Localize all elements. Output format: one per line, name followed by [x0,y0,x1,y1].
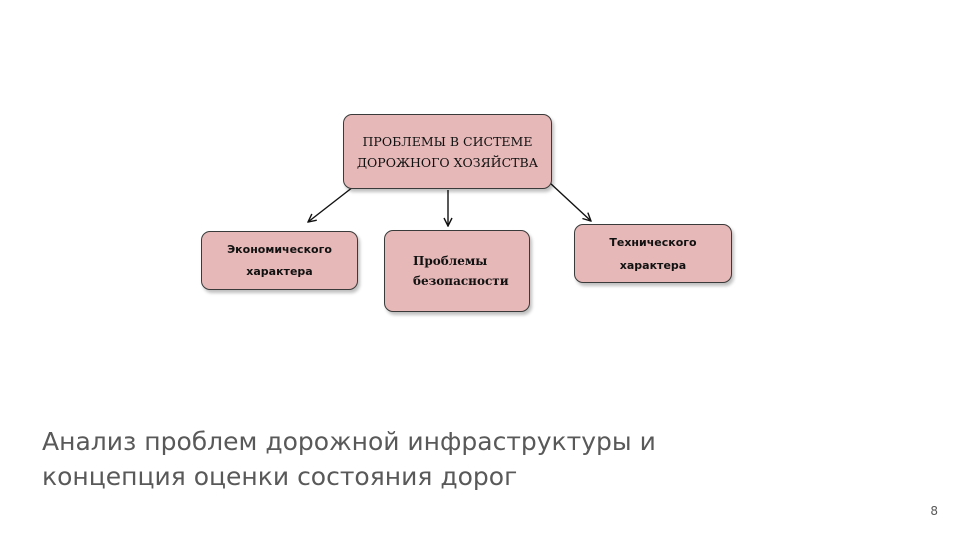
safety-problems-label: Проблемы безопасности [413,254,509,288]
root-problem-box: ПРОБЛЕМЫ В СИСТЕМЕ ДОРОЖНОГО ХОЗЯЙСТВА [343,114,552,189]
economic-problems-box: Экономического характера [201,231,358,290]
technical-problems-box: Технического характера [574,224,732,283]
arrow-to-economic [308,186,354,222]
slide-title: Анализ проблем дорожной инфраструктуры и… [42,427,656,491]
arrow-to-technical [549,182,591,221]
page-number: 8 [930,504,938,518]
safety-problems-box: Проблемы безопасности [384,230,530,312]
root-problem-label: ПРОБЛЕМЫ В СИСТЕМЕ ДОРОЖНОГО ХОЗЯЙСТВА [356,133,539,170]
economic-problems-label: Экономического характера [227,242,332,278]
technical-problems-label: Технического характера [609,235,697,272]
